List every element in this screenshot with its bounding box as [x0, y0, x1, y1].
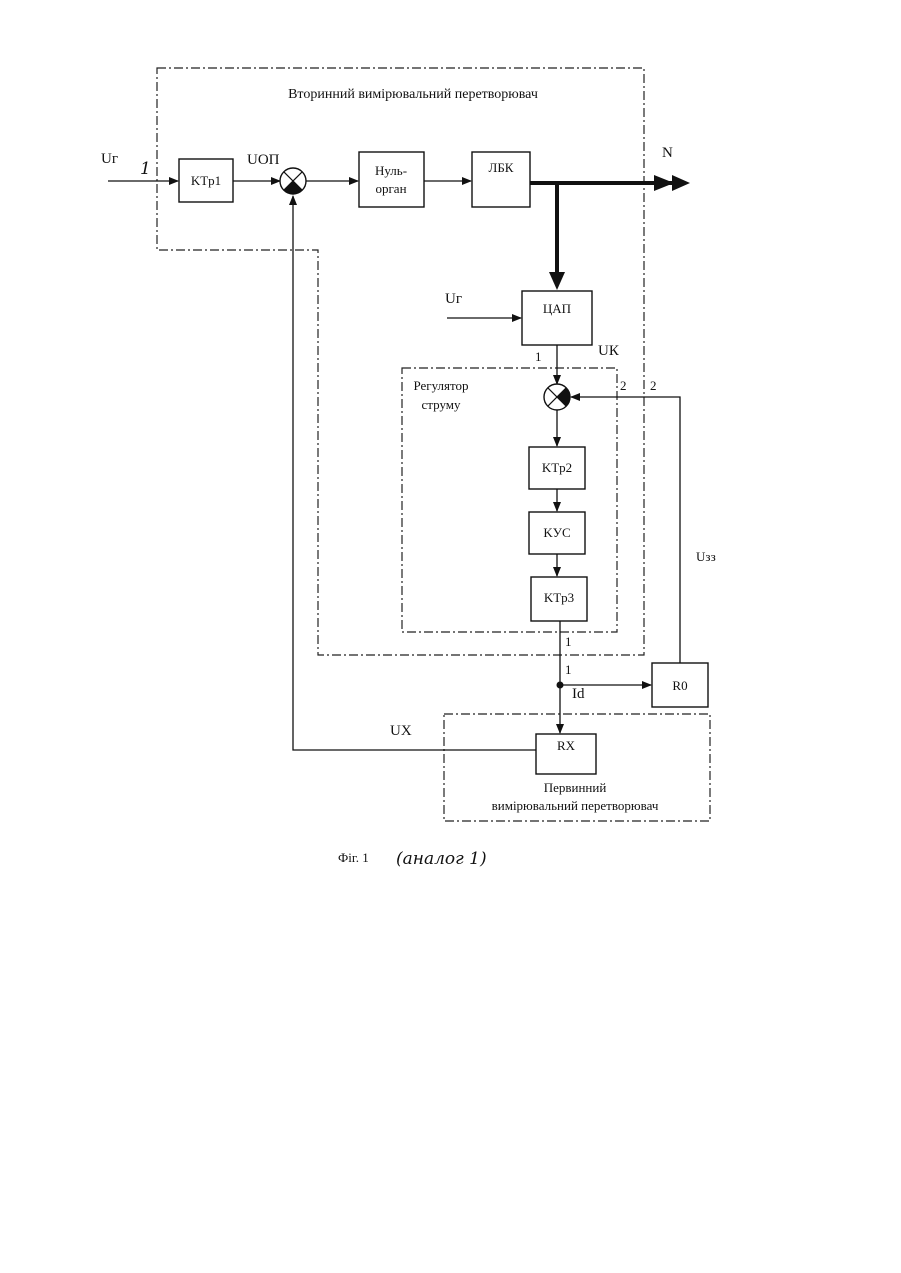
uk-label: UК	[598, 343, 620, 359]
null-organ-label-line1: Нуль-	[375, 163, 407, 178]
ug-input-label: Uг	[101, 151, 118, 167]
ug-dac-label: Uг	[445, 291, 462, 307]
output-arrowhead	[672, 175, 690, 191]
summator-2	[544, 384, 570, 410]
primary-converter-title-line1: Первинний	[544, 780, 607, 795]
ktr1-label: KTp1	[191, 173, 221, 188]
figure-caption: Фіг. 1	[338, 850, 369, 865]
dac-label: ЦАП	[543, 301, 571, 316]
kus-label: KУС	[543, 525, 570, 540]
bus-to-dac-arrowhead	[549, 272, 565, 290]
lbk-label: ЛБК	[489, 160, 514, 175]
summator-1	[280, 168, 306, 194]
current-regulator-title-line2: струму	[422, 397, 461, 412]
current-regulator-title-line1: Регулятор	[413, 378, 468, 393]
primary-converter-title-line2: вимірювальний перетворювач	[492, 798, 659, 813]
port1-top-label: 1	[535, 349, 542, 364]
n-output-label: N	[662, 145, 673, 161]
port1-bottom-a-label: 1	[565, 634, 572, 649]
port1-bottom-b-label: 1	[565, 662, 572, 677]
ux-feedback-line	[293, 196, 536, 750]
dac-block	[522, 291, 592, 345]
uop-label: UОП	[247, 152, 280, 168]
id-label: Id	[572, 686, 585, 702]
r0-label: R0	[672, 678, 687, 693]
null-organ-block	[359, 152, 424, 207]
rx-label: RX	[557, 738, 576, 753]
uzz-feedback-line	[571, 397, 680, 663]
uzz-label: Uзз	[696, 549, 716, 564]
input-marker-label: 1	[140, 159, 151, 179]
ktr3-label: KTp3	[544, 590, 574, 605]
figure-caption-handwritten: (аналог 1)	[396, 849, 487, 869]
secondary-converter-title: Вторинний вимірювальний перетворювач	[288, 87, 538, 102]
ktr2-label: KTp2	[542, 460, 572, 475]
ux-label: UX	[390, 723, 412, 739]
port2-a-label: 2	[620, 378, 627, 393]
port2-b-label: 2	[650, 378, 657, 393]
null-organ-label-line2: орган	[375, 181, 406, 196]
